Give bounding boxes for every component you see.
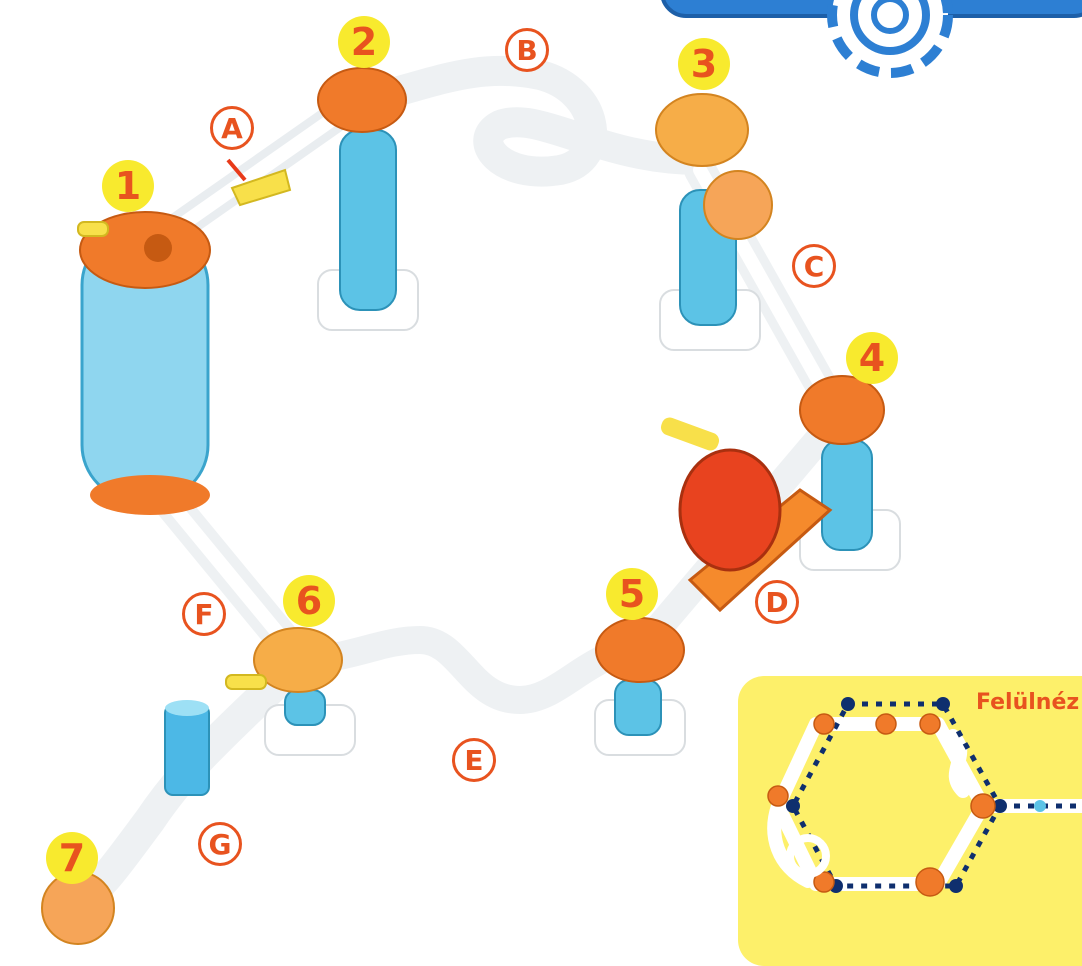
- segment-label-a: A: [210, 106, 254, 150]
- station-6-dome: [254, 628, 342, 692]
- top-view-inset: Felülnéz: [738, 676, 1082, 966]
- segment-label-e: E: [452, 738, 496, 782]
- ball-3: [704, 171, 772, 239]
- segment-label-f: F: [182, 592, 226, 636]
- track-B: [360, 71, 700, 172]
- station-label-6: 6: [283, 575, 335, 627]
- station-label-5: 5: [606, 568, 658, 620]
- station-label-4: 4: [846, 332, 898, 384]
- tank-tower: [80, 212, 210, 515]
- station-label-1: 1: [102, 160, 154, 212]
- top-view-diagram: [738, 676, 1082, 966]
- gear-icon: [832, 0, 948, 73]
- segment-label-d: D: [755, 580, 799, 624]
- cup-g: [165, 700, 209, 795]
- segment-label-g: G: [198, 822, 242, 866]
- station-5-dome: [596, 618, 684, 682]
- station-label-2: 2: [338, 16, 390, 68]
- station-4-dome: [800, 376, 884, 444]
- segment-label-c: C: [792, 244, 836, 288]
- segment-label-b: B: [505, 28, 549, 72]
- inset-title: Felülnéz: [976, 690, 1079, 715]
- station-2-dome: [318, 68, 406, 132]
- station-label-7: 7: [46, 832, 98, 884]
- station-3-dome: [656, 94, 748, 166]
- track-E: [300, 640, 640, 700]
- station-label-3: 3: [678, 38, 730, 90]
